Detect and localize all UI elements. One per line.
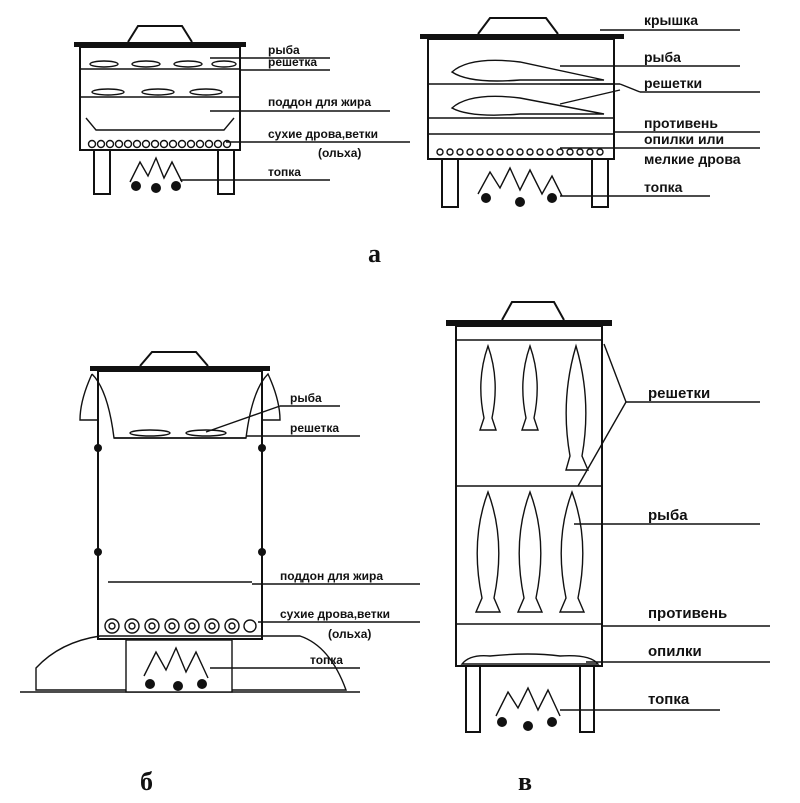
fire-icon xyxy=(477,166,563,207)
lid-handle xyxy=(477,17,559,35)
fire-icon xyxy=(143,646,209,691)
leg-right xyxy=(591,158,609,208)
label-dry-wood: сухие дрова,ветки xyxy=(268,127,378,141)
leg-right xyxy=(579,665,595,733)
label-firebox: топка xyxy=(644,179,683,195)
label-fish: рыба xyxy=(644,49,681,65)
label-fish: рыба xyxy=(290,391,322,405)
dry-wood-row xyxy=(104,618,257,634)
label-alder: (ольха) xyxy=(318,146,361,160)
label-small-wood: мелкие дрова xyxy=(644,151,741,167)
fish-upper xyxy=(450,59,605,82)
label-firebox: топка xyxy=(648,691,690,708)
fish-row-lower xyxy=(91,88,223,96)
label-baking-sheet: противень xyxy=(644,115,718,131)
hanging-wire xyxy=(79,372,281,439)
label-dry-wood: сухие дрова,ветки xyxy=(280,607,390,621)
cabinet-body xyxy=(455,325,603,667)
label-grates: решетки xyxy=(648,385,710,402)
leg-right xyxy=(217,149,235,195)
dry-wood-row xyxy=(87,139,232,149)
label-sawdust: опилки или xyxy=(644,131,724,147)
smoker-body xyxy=(79,46,241,151)
diagram-v-cabinet-smoker: решетки рыба противень опилки топка xyxy=(446,301,770,733)
label-sawdust: опилки xyxy=(648,643,702,660)
fish-row-upper xyxy=(479,343,590,471)
barrel-body xyxy=(97,370,263,640)
fat-tray xyxy=(85,117,235,131)
label-grate: решетка xyxy=(290,421,339,435)
label-grates: решетки xyxy=(644,75,702,91)
lid-handle xyxy=(501,301,565,321)
label-firebox: топка xyxy=(310,653,343,667)
ground-mound xyxy=(35,635,347,691)
lid xyxy=(90,366,270,371)
fish-row-upper xyxy=(89,60,237,68)
leg-left xyxy=(465,665,481,733)
sawdust-layer xyxy=(460,653,600,665)
smoker-body xyxy=(427,38,615,160)
caption-a: а xyxy=(368,239,381,268)
leg-left xyxy=(441,158,459,208)
label-alder: (ольха) xyxy=(328,627,371,641)
diagram-b-barrel-smoker: рыба решетка поддон для жира сухие дрова… xyxy=(20,351,420,693)
diagram-a-right-smoker: крышка рыба решетки противень опилки или… xyxy=(420,12,760,208)
label-grate: решетка xyxy=(268,55,317,69)
label-fish: рыба xyxy=(268,43,300,57)
caption-v: в xyxy=(518,767,532,796)
caption-b: б xyxy=(140,767,153,796)
lid xyxy=(420,34,624,39)
leg-left xyxy=(93,149,111,195)
fire-icon xyxy=(129,156,183,193)
lid-handle xyxy=(139,351,209,367)
label-firebox: топка xyxy=(268,165,301,179)
label-fat-tray: поддон для жира xyxy=(280,569,383,583)
diagram-a-left-smoker: рыба решетка поддон для жира сухие дрова… xyxy=(74,25,410,195)
fish-lower xyxy=(450,95,605,116)
label-baking-sheet: противень xyxy=(648,605,727,622)
lid xyxy=(74,42,246,47)
label-lid: крышка xyxy=(644,12,698,28)
lid xyxy=(446,320,612,326)
fish-row-lower xyxy=(474,490,586,613)
lid-handle xyxy=(127,25,193,43)
sawdust-row xyxy=(436,148,604,156)
label-fish: рыба xyxy=(648,507,688,524)
label-fat-tray: поддон для жира xyxy=(268,95,371,109)
fire-icon xyxy=(495,686,561,731)
